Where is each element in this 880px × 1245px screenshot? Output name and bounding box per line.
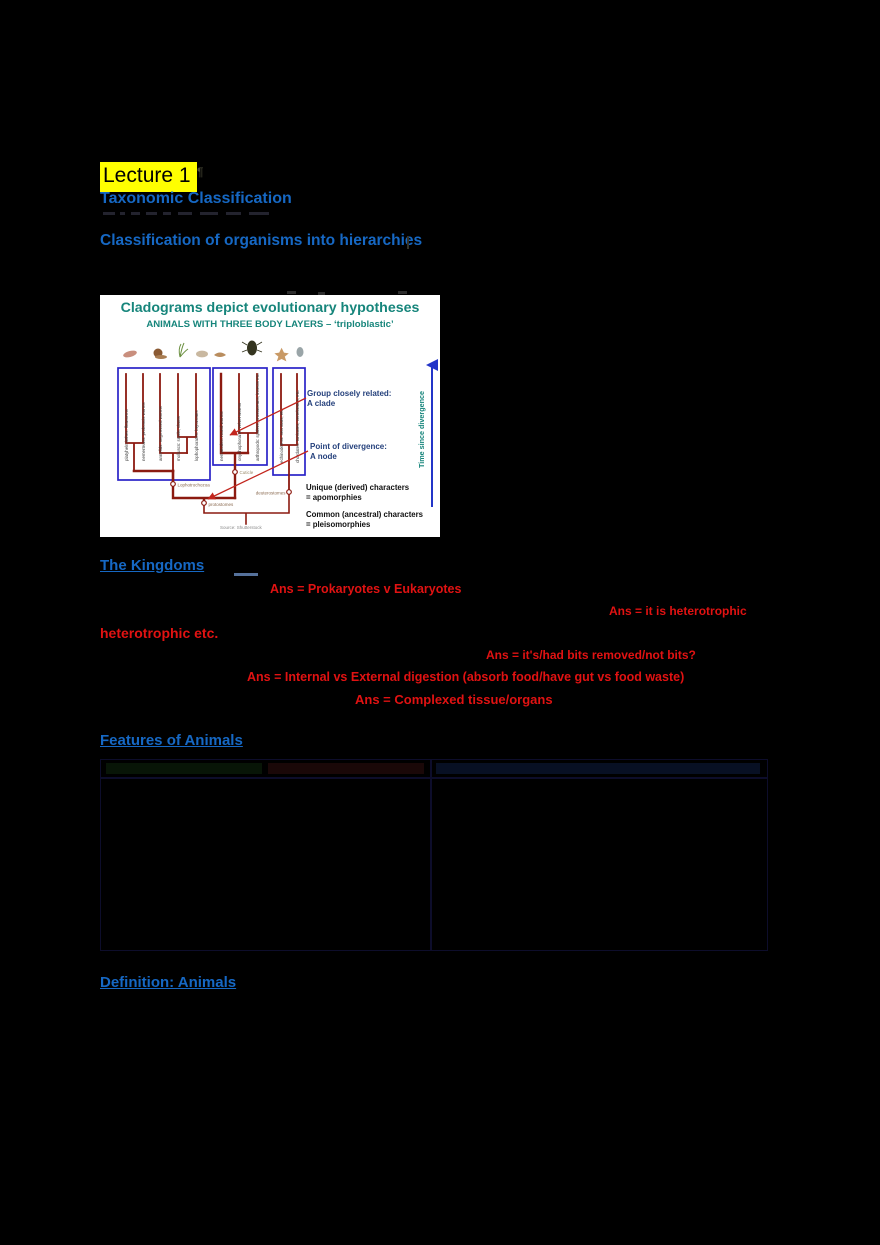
svg-text:deuterostomes: deuterostomes bbox=[256, 491, 287, 496]
svg-text:molluscs: snails, clams: molluscs: snails, clams bbox=[176, 416, 181, 461]
table-row-divider bbox=[101, 777, 767, 779]
answer-bits-removed: Ans = it's/had bits removed/not bits? bbox=[486, 648, 696, 662]
lecture-title: Lecture 1 bbox=[100, 162, 197, 192]
answer-internal-external-digestion: Ans = Internal vs External digestion (ab… bbox=[247, 670, 685, 684]
cladogram-figure-image[interactable]: Cladograms depict evolutionary hypothese… bbox=[100, 295, 440, 537]
figure-subtitle: ANIMALS WITH THREE BODY LAYERS – ‘triplo… bbox=[146, 319, 394, 330]
cursor-artifact bbox=[407, 236, 409, 249]
svg-text:nemerteans: proboscis worms: nemerteans: proboscis worms bbox=[141, 402, 146, 461]
annotation-arrows bbox=[207, 397, 309, 500]
underline-artifact bbox=[234, 573, 258, 576]
svg-text:Group closely related:: Group closely related: bbox=[307, 389, 391, 398]
svg-text:A node: A node bbox=[310, 452, 337, 461]
svg-text:onychophorans: velvet worms: onychophorans: velvet worms bbox=[237, 402, 242, 461]
svg-text:lophophorates: bryozoans: lophophorates: bryozoans bbox=[194, 410, 199, 461]
answer-complexed-tissue-organs: Ans = Complexed tissue/organs bbox=[355, 692, 553, 707]
answer-heterotrophic-continued: heterotrophic etc. bbox=[100, 625, 219, 641]
svg-text:Point of divergence:: Point of divergence: bbox=[310, 442, 387, 451]
figure-title: Cladograms depict evolutionary hypothese… bbox=[121, 300, 420, 316]
features-table bbox=[100, 759, 768, 951]
answer-heterotrophic: Ans = it is heterotrophic bbox=[609, 604, 747, 618]
time-axis-label: Time since divergence bbox=[417, 391, 426, 468]
svg-text:Unique (derived) characters: Unique (derived) characters bbox=[306, 483, 410, 492]
clade-boxes bbox=[117, 367, 306, 481]
svg-text:chordates: tunicates, vertebra: chordates: tunicates, vertebrates, etc. bbox=[295, 390, 300, 463]
heading-taxonomic-classification: Taxonomic Classification bbox=[100, 190, 292, 207]
svg-text:A clade: A clade bbox=[307, 399, 336, 408]
svg-text:= apomorphies: = apomorphies bbox=[306, 493, 362, 502]
cladogram-svg: Cladograms depict evolutionary hypothese… bbox=[100, 295, 440, 537]
heading-features-of-animals: Features of Animals bbox=[100, 732, 243, 749]
pilcrow-mark: ¶ bbox=[197, 165, 204, 179]
svg-text:echinoderms: sea stars, etc.: echinoderms: sea stars, etc. bbox=[279, 408, 284, 463]
heading-classification-hierarchies: Classification of organisms into hierarc… bbox=[100, 232, 423, 249]
svg-text:Common (ancestral) characters: Common (ancestral) characters bbox=[306, 510, 424, 519]
annotations: Group closely related: A clade Point of … bbox=[307, 389, 391, 461]
animal-illustrations-icon bbox=[123, 340, 304, 362]
table-header-cell-1 bbox=[106, 763, 262, 774]
svg-text:annelids: segmented worms: annelids: segmented worms bbox=[158, 406, 163, 461]
answer-prokaryotes-eukaryotes: Ans = Prokaryotes v Eukaryotes bbox=[270, 582, 462, 596]
svg-text:= pleisomorphies: = pleisomorphies bbox=[306, 520, 371, 529]
svg-text:platyhelminthes: flatworms: platyhelminthes: flatworms bbox=[124, 408, 129, 461]
svg-text:arthropods: spiders, crustacea: arthropods: spiders, crustaceans, insect… bbox=[255, 373, 260, 461]
table-header-cell-2 bbox=[268, 763, 424, 774]
table-header-cell-3 bbox=[436, 763, 760, 774]
tree-nodes bbox=[170, 469, 292, 506]
source-caption: Source: Shutterstock bbox=[220, 525, 263, 530]
svg-text:protostomes: protostomes bbox=[209, 502, 235, 507]
table-column-divider bbox=[430, 760, 432, 950]
taxa-labels: platyhelminthes: flatworms nemerteans: p… bbox=[124, 373, 300, 463]
svg-text:nematodes: round worms: nematodes: round worms bbox=[219, 411, 224, 461]
node-labels: Lophotrochozoa Cuticle deuterostomes pro… bbox=[178, 470, 287, 507]
legend-texts: Unique (derived) characters = apomorphie… bbox=[306, 483, 424, 529]
heading-definition-animals: Definition: Animals bbox=[100, 974, 237, 991]
svg-text:Lophotrochozoa: Lophotrochozoa bbox=[178, 483, 211, 488]
heading-the-kingdoms: The Kingdoms bbox=[100, 557, 205, 574]
svg-text:Cuticle: Cuticle bbox=[240, 470, 254, 475]
